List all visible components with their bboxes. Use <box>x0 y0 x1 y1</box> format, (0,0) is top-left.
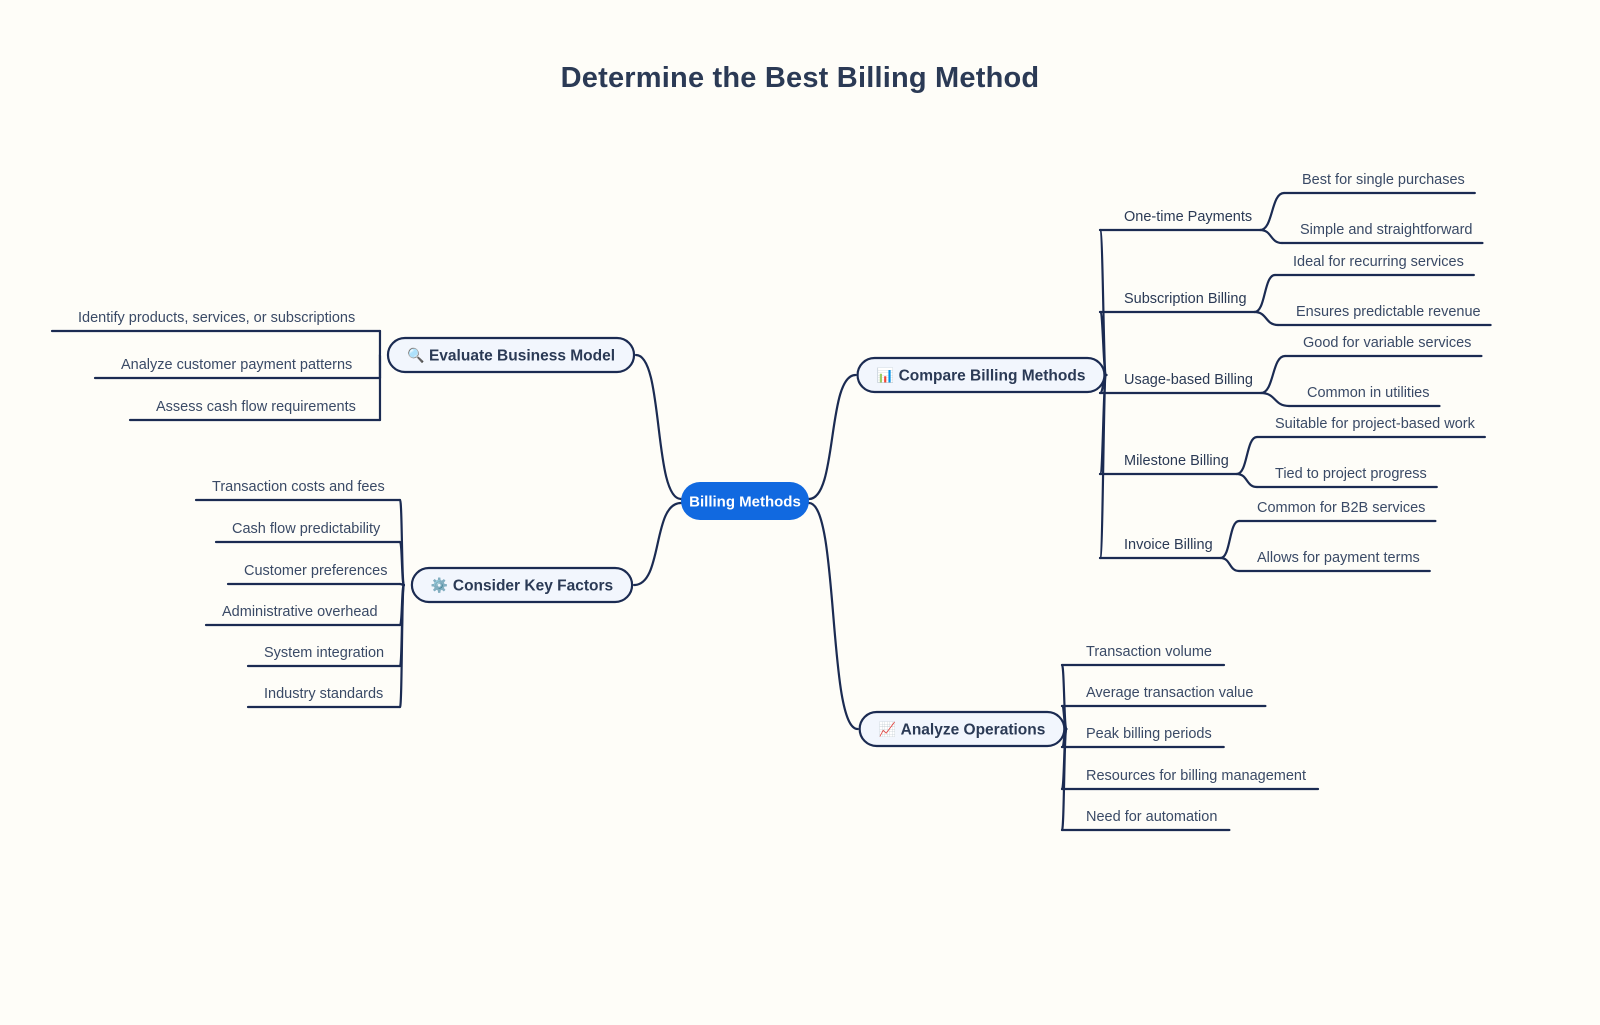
gear-icon: ⚙️ <box>431 577 448 594</box>
branch-node-analyze-operations[interactable]: 📈 Analyze Operations <box>858 710 1066 748</box>
connector-root-to-analyze-operations <box>807 501 859 731</box>
leaf-label: Common for B2B services <box>1257 500 1425 516</box>
branch-node-label: Compare Billing Methods <box>899 368 1086 385</box>
connector-leaf <box>1259 228 1284 245</box>
connector-layer <box>50 191 1492 832</box>
connector-leaf <box>1259 354 1287 395</box>
leaf-label: Suitable for project-based work <box>1275 416 1476 432</box>
leaf-label: Need for automation <box>1086 809 1217 825</box>
connector-root-to-consider-key-factors <box>633 501 683 587</box>
connector-leaf <box>1259 391 1291 408</box>
connector-sub-4 <box>1098 373 1108 560</box>
leaf-label: Identify products, services, or subscrip… <box>78 310 355 326</box>
leaf-label: Analyze customer payment patterns <box>121 357 352 373</box>
connector-leaf <box>1060 727 1068 832</box>
leaf-label: Assess cash flow requirements <box>156 399 356 415</box>
sub-branch-label: Usage-based Billing <box>1124 372 1253 388</box>
sub-branch-label: Subscription Billing <box>1124 291 1247 307</box>
leaf-label: Tied to project progress <box>1275 466 1427 482</box>
branch-node-label: Consider Key Factors <box>453 578 613 595</box>
connector-root-to-evaluate-business-model <box>634 353 683 501</box>
leaf-label: Customer preferences <box>244 563 387 579</box>
branch-node-consider-key-factors[interactable]: ⚙️ Consider Key Factors <box>410 566 634 604</box>
connector-leaf <box>1219 556 1241 573</box>
leaf-label: System integration <box>264 645 384 661</box>
leaf-label: Average transaction value <box>1086 685 1253 701</box>
sub-branch-label: One-time Payments <box>1124 209 1252 225</box>
page-title: Determine the Best Billing Method <box>560 62 1040 94</box>
leaf-label: Best for single purchases <box>1302 172 1465 188</box>
connector-leaf <box>1235 435 1259 476</box>
root-node-label: Billing Methods <box>689 494 801 511</box>
magnifying-glass-icon: 🔍 <box>407 346 424 364</box>
sub-branch-label: Milestone Billing <box>1124 453 1229 469</box>
branch-node-label: Evaluate Business Model <box>429 348 615 365</box>
branch-node-evaluate-business-model[interactable]: 🔍 Evaluate Business Model <box>386 336 636 374</box>
connector-leaf <box>1253 273 1277 314</box>
branch-node-compare-billing-methods[interactable]: 📊 Compare Billing Methods <box>856 356 1106 394</box>
connector-sub-1 <box>1098 310 1108 377</box>
node-layer: Billing Methods🔍Evaluate Business ModelI… <box>78 172 1481 825</box>
connector-leaf <box>1253 310 1280 327</box>
root-node[interactable]: Billing Methods <box>681 482 809 520</box>
connector-leaf <box>1219 519 1241 560</box>
leaf-label: Allows for payment terms <box>1257 550 1420 566</box>
leaf-label: Transaction volume <box>1086 644 1212 660</box>
leaf-label: Ensures predictable revenue <box>1296 304 1481 320</box>
leaf-label: Transaction costs and fees <box>212 479 385 495</box>
leaf-label: Ideal for recurring services <box>1293 254 1464 270</box>
leaf-label: Peak billing periods <box>1086 726 1212 742</box>
leaf-label: Cash flow predictability <box>232 521 381 537</box>
chart-increasing-icon: 📈 <box>879 721 896 738</box>
connector-leaf <box>398 583 405 709</box>
leaf-label: Administrative overhead <box>222 604 378 620</box>
bar-chart-icon: 📊 <box>877 367 894 384</box>
connector-root-to-compare-billing-methods <box>807 373 857 501</box>
connector-leaf <box>398 540 405 587</box>
connector-leaf <box>1259 191 1286 232</box>
leaf-label: Good for variable services <box>1303 335 1471 351</box>
leaf-label: Common in utilities <box>1307 385 1430 401</box>
connector-leaf <box>1235 472 1259 489</box>
branch-node-label: Analyze Operations <box>901 722 1046 739</box>
sub-branch-label: Invoice Billing <box>1124 537 1213 553</box>
leaf-label: Simple and straightforward <box>1300 222 1472 238</box>
leaf-label: Resources for billing management <box>1086 768 1306 784</box>
leaf-label: Industry standards <box>264 686 383 702</box>
